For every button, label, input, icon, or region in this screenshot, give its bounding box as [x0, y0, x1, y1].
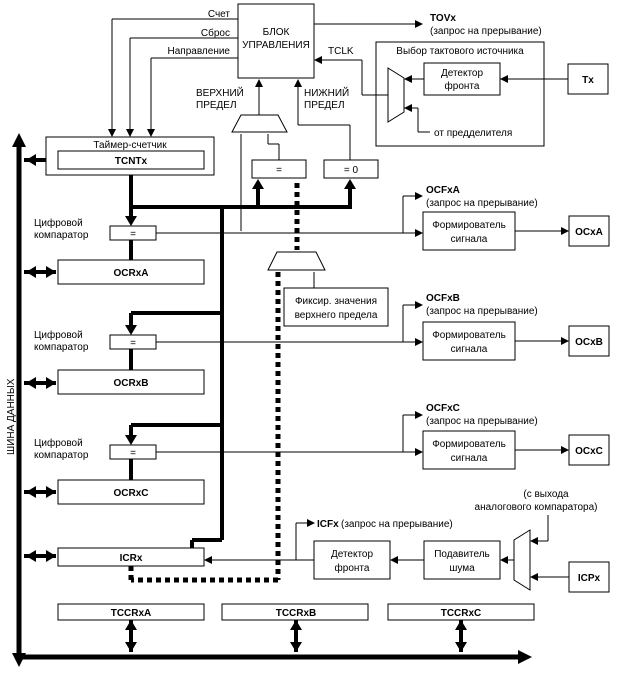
tccr-c-label: TCCRxC [441, 608, 482, 619]
zero-comparator-label: = 0 [344, 165, 359, 176]
ocf-c-note: (запрос на прерывание) [426, 416, 538, 427]
fixation-mux [267, 251, 326, 271]
icr-label: ICRx [120, 553, 143, 564]
ocr-c-label: OCRxC [113, 488, 148, 499]
ocr-b-register [57, 369, 205, 395]
oc-b-output [568, 325, 610, 357]
former-a-line1: Формирователь [432, 220, 506, 231]
tclk-label: TCLK [328, 46, 354, 57]
capture-edge-line2: фронта [335, 562, 370, 574]
ocf-c-flag: OCFxC [426, 403, 460, 414]
digital-comparator-a-line1: Цифровой [34, 217, 83, 229]
fixation-line1: Фиксир. значения [295, 296, 377, 307]
data-bus-label: ШИНА ДАННЫХ [6, 378, 17, 455]
digital-comparator-b-line2: компаратор [34, 342, 89, 353]
control-signals [108, 18, 238, 137]
former-a [422, 211, 516, 251]
top-limit-selector [231, 114, 288, 133]
oc-c-output [568, 434, 610, 466]
channel-c: Цифровой компаратор = OCRxC OCFxC (запро… [34, 403, 610, 505]
oc-a-output [568, 215, 610, 247]
ocr-a-register [57, 259, 205, 285]
icp-input [568, 561, 610, 593]
tccr-a-label: TCCRxA [111, 608, 152, 619]
analog-line1: (с выхода [523, 489, 569, 500]
former-c-line2: сигнала [451, 453, 488, 464]
top-limit-line1: ВЕРХНИЙ [196, 86, 244, 99]
bus-links [24, 154, 467, 652]
ocf-b-flag: OCFxB [426, 293, 460, 304]
dashed-path [128, 183, 300, 583]
tccr-a-register [57, 603, 205, 621]
data-bus: ШИНА ДАННЫХ [6, 133, 532, 667]
noise-canceler [423, 540, 501, 580]
noise-canceler-line2: шума [449, 563, 475, 574]
tx-input-label: Tx [582, 75, 594, 86]
ocr-a-label: OCRxA [113, 268, 148, 279]
reset-label: Сброс [201, 27, 230, 39]
former-c-line1: Формирователь [432, 439, 506, 450]
fixation-block [283, 287, 389, 327]
icp-label: ICPx [578, 573, 601, 584]
noise-canceler-line1: Подавитель [434, 549, 490, 560]
ocr-b-label: OCRxB [113, 378, 148, 389]
ocf-b-note: (запрос на прерывание) [426, 306, 538, 317]
bottom-limit-line2: ПРЕДЕЛ [304, 100, 345, 111]
top-limit-line2: ПРЕДЕЛ [196, 100, 237, 111]
zero-comparator [323, 159, 379, 179]
capture-mux [513, 529, 531, 591]
icf-flag: ICFx [317, 519, 339, 530]
tccr-b-label: TCCRxB [276, 608, 317, 619]
former-b-line2: сигнала [451, 344, 488, 355]
former-a-line2: сигнала [451, 234, 488, 245]
control-block-line2: УПРАВЛЕНИЯ [242, 40, 310, 51]
oc-c-label: OCxC [575, 446, 603, 457]
icf-note: (запрос на прерывание) [341, 519, 453, 530]
analog-line2: аналогового компаратора) [475, 502, 598, 513]
clock-edge-line1: Детектор [441, 68, 484, 79]
digital-comparator-c-line2: компаратор [34, 450, 89, 461]
ocr-c-register [57, 479, 205, 505]
top-equal-symbol: = [276, 165, 282, 176]
clock-mux [387, 67, 405, 123]
digital-comparator-a-line2: компаратор [34, 230, 89, 241]
digital-comparator-b-line1: Цифровой [34, 329, 83, 341]
tccr-c-register [387, 603, 535, 621]
timer-counter-title: Таймер-счетчик [93, 140, 167, 151]
ocf-a-note: (запрос на прерывание) [426, 198, 538, 209]
direction-label: Направление [168, 46, 231, 57]
tccr-b-register [221, 603, 369, 621]
comparator-b-symbol: = [130, 338, 136, 349]
tx-input [567, 63, 609, 95]
fixation-line2: верхнего предела [295, 310, 378, 321]
bottom-limit-line1: НИЖНИЙ [304, 86, 349, 99]
input-capture: ICRx ICFx (запрос на прерывание) Детекто… [57, 489, 610, 593]
tov-flag: TOVx [430, 13, 456, 24]
digital-comparator-c-line1: Цифровой [34, 437, 83, 449]
tov-note: (запрос на прерывание) [430, 26, 542, 37]
comparator-a-symbol: = [130, 229, 136, 240]
channel-a: Цифровой компаратор = OCRxA OCFxA (запро… [34, 185, 610, 285]
capture-edge-detector [313, 540, 391, 580]
capture-edge-line1: Детектор [331, 549, 374, 560]
channel-b: Цифровой компаратор = OCRxB OCFxB (запро… [34, 293, 610, 395]
ocf-a-flag: OCFxA [426, 185, 460, 196]
icr-register [57, 547, 205, 567]
former-b-line1: Формирователь [432, 330, 506, 341]
oc-b-label: OCxB [575, 337, 603, 348]
tcnt-register-label: TCNTx [115, 156, 148, 167]
comparator-c-symbol: = [130, 448, 136, 459]
clock-edge-line2: фронта [445, 80, 480, 92]
clock-select-title: Выбор тактового источника [396, 45, 524, 57]
from-prescaler-label: от предделителя [434, 128, 512, 139]
control-block [237, 3, 315, 79]
tcnt-register [57, 150, 205, 170]
control-block-line1: БЛОК [263, 27, 290, 38]
oc-a-label: OCxA [575, 227, 603, 238]
count-label: Счет [208, 9, 231, 20]
